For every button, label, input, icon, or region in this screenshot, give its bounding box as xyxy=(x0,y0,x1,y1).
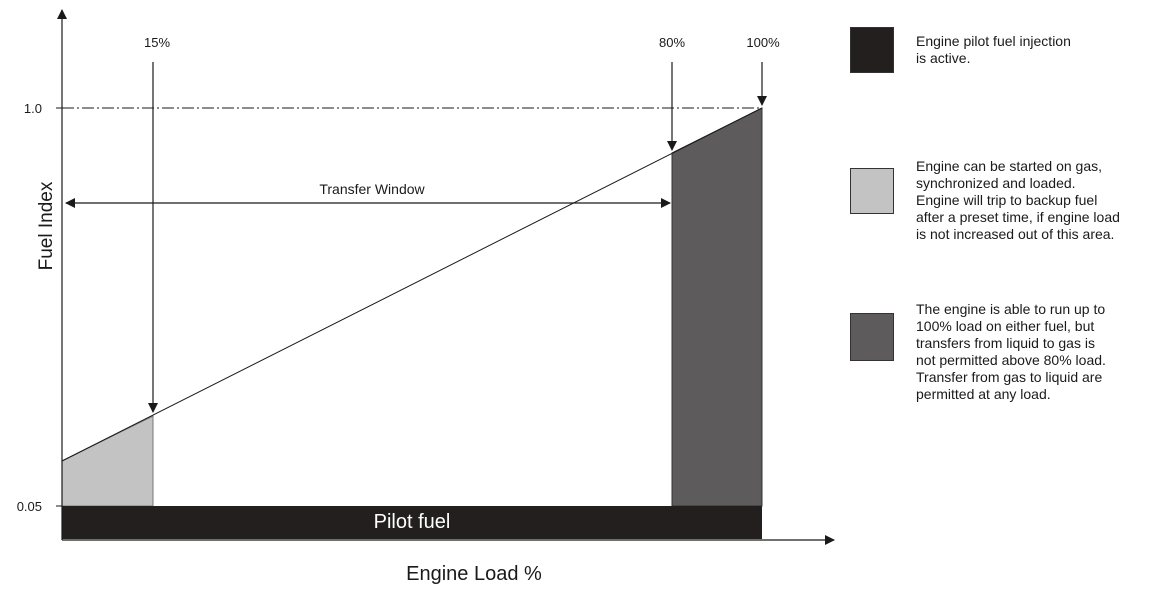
y-axis-label: Fuel Index xyxy=(36,181,57,270)
x-axis-label: Engine Load % xyxy=(406,563,542,585)
y-tick-005: 0.05 xyxy=(17,499,42,514)
legend-text-full-load: The engine is able to run up to 100% loa… xyxy=(916,301,1106,402)
y-tick-1: 1.0 xyxy=(24,101,42,116)
fuel-index-line xyxy=(61,107,763,462)
legend-swatch-dark-gray xyxy=(850,313,894,361)
pilot-fuel-label: Pilot fuel xyxy=(374,511,451,533)
transfer-window-label: Transfer Window xyxy=(319,181,425,197)
legend-swatch-pilot xyxy=(850,27,894,73)
marker-15-label: 15% xyxy=(144,35,170,50)
dark-gray-region xyxy=(671,107,763,507)
light-gray-region xyxy=(61,415,154,507)
legend-swatch-light-gray xyxy=(850,168,894,214)
marker-80-label: 80% xyxy=(659,35,685,50)
legend-text-pilot: Engine pilot fuel injection is active. xyxy=(916,33,1071,66)
pilot-fuel-bar xyxy=(62,506,762,539)
marker-100-label: 100% xyxy=(746,35,780,50)
legend-text-start-on-gas: Engine can be started on gas, synchroniz… xyxy=(916,158,1120,242)
fuel-index-diagram: Pilot fuel 1.0 0.05 Fuel Index Engine Lo… xyxy=(17,9,835,585)
